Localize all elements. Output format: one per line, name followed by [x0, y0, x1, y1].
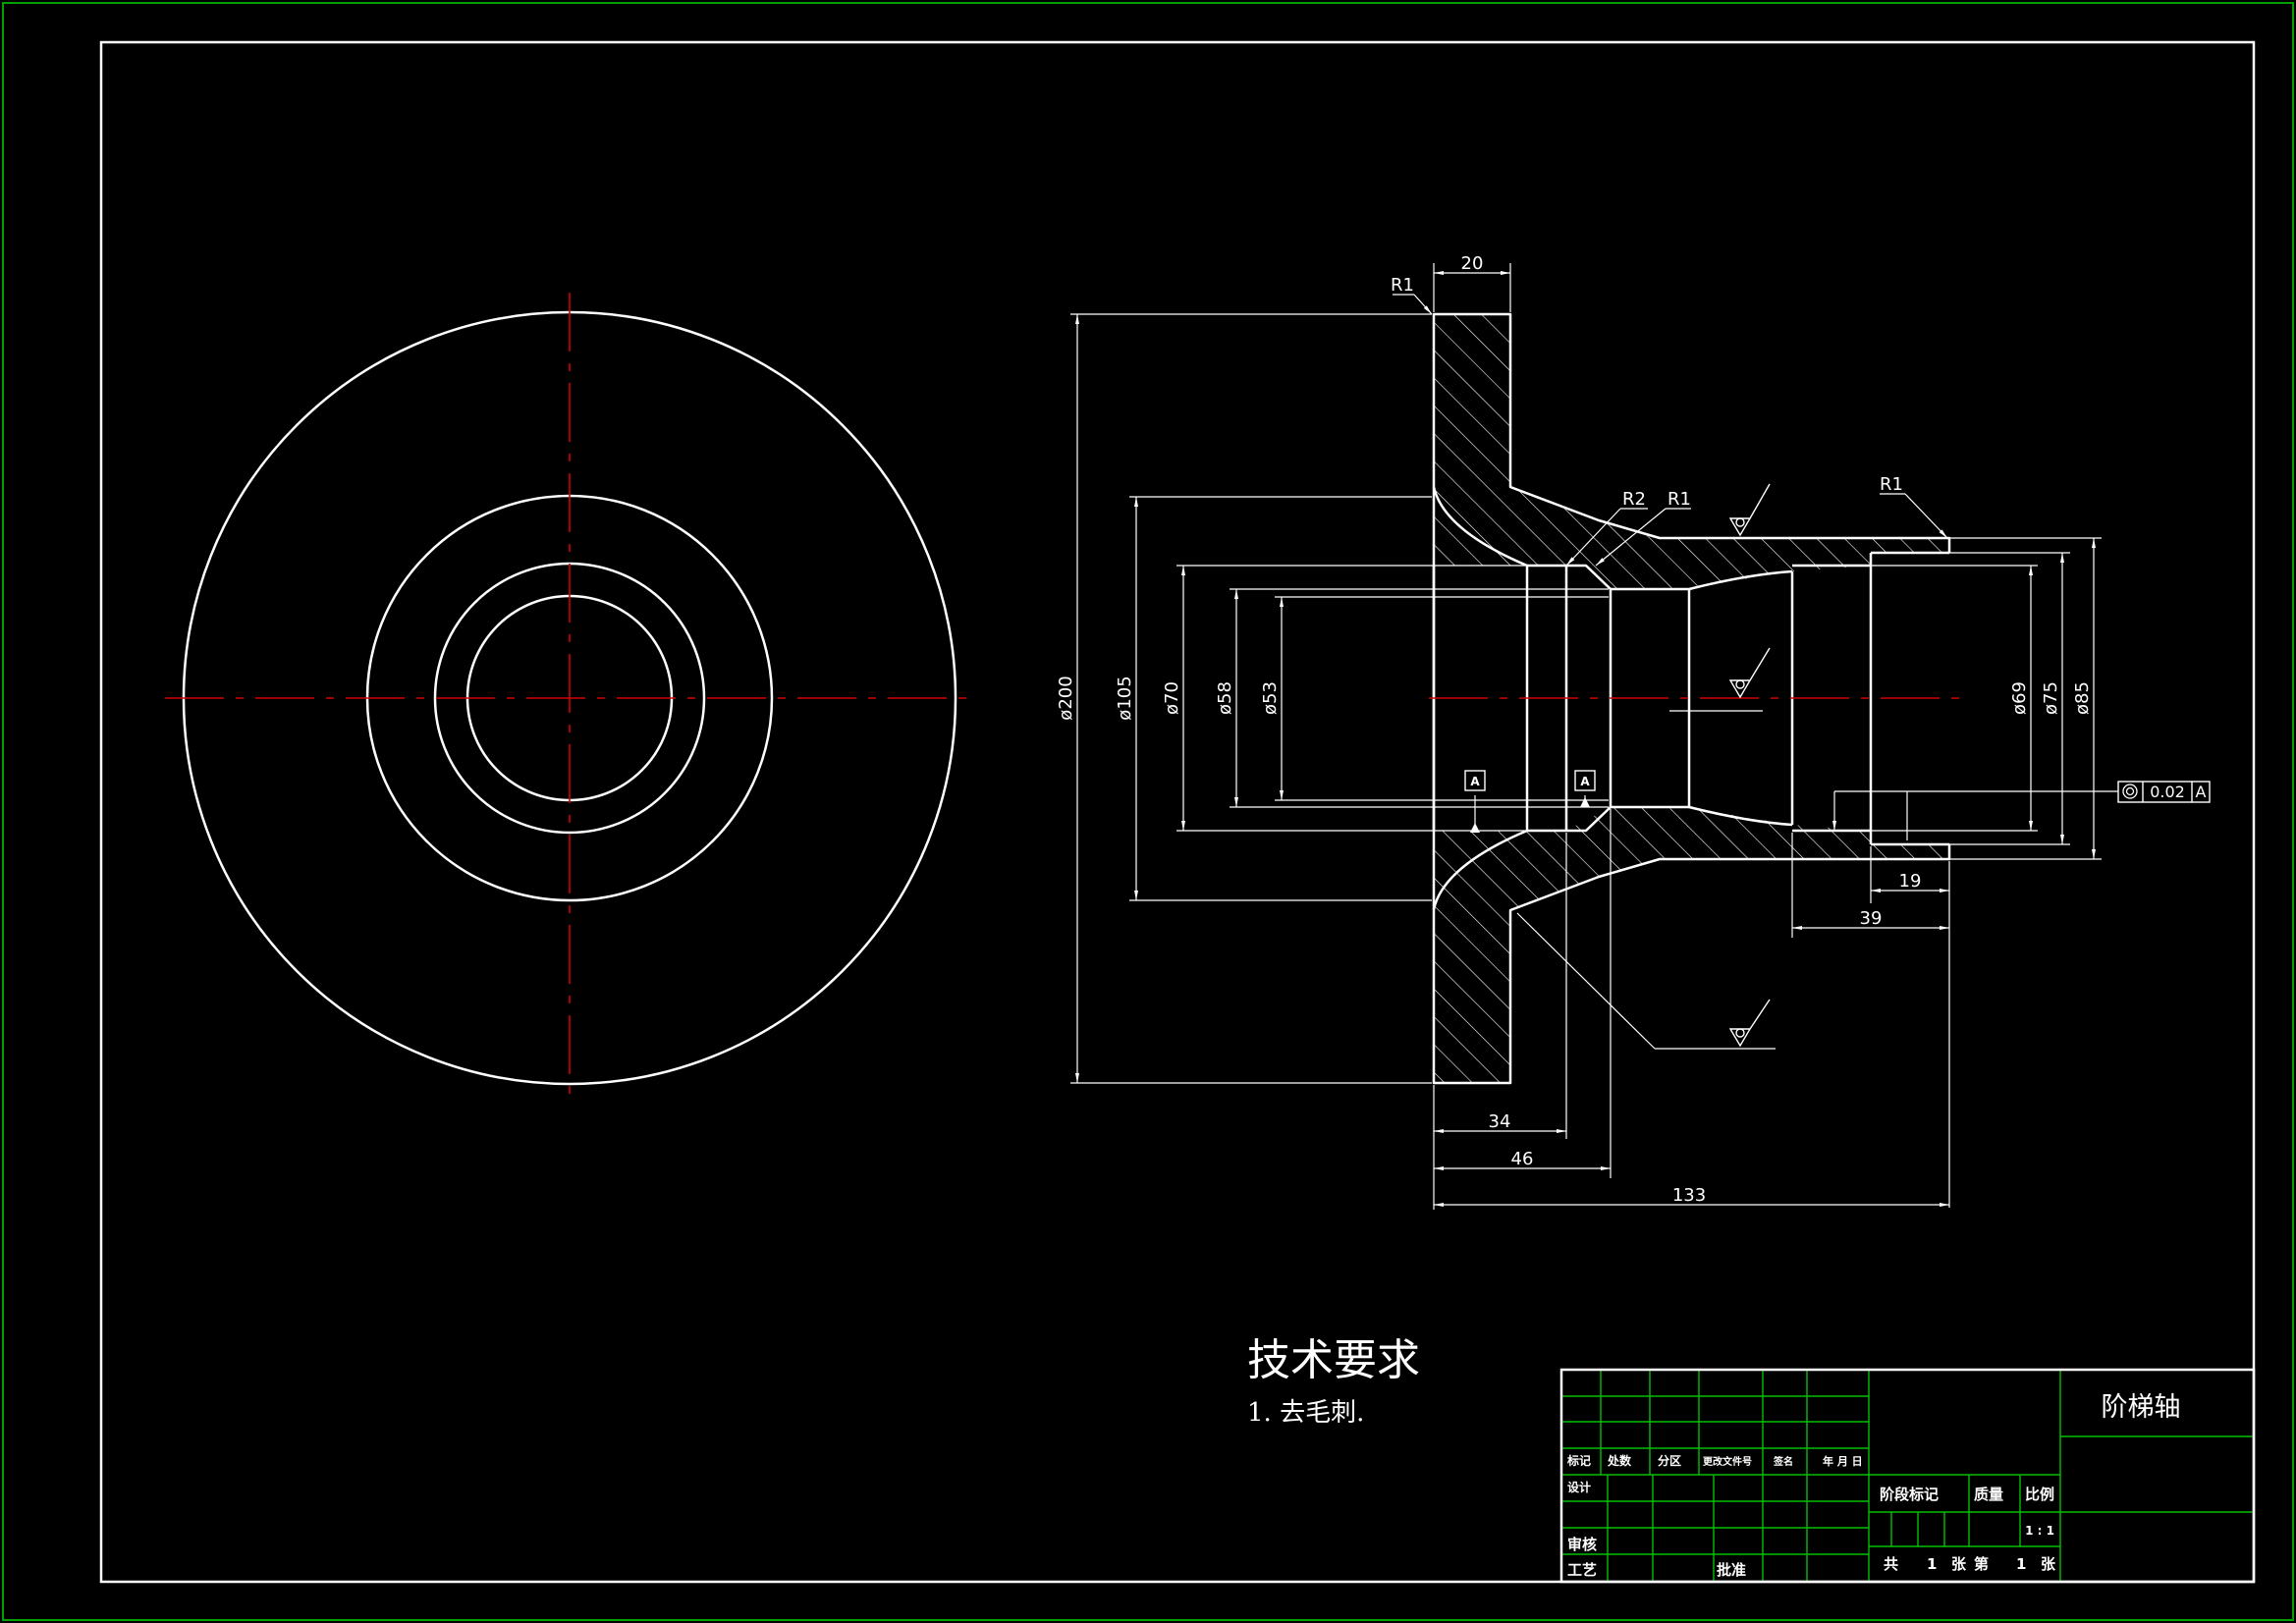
tb-part-name: 阶梯轴: [2102, 1392, 2181, 1423]
end-view-centerlines: [165, 293, 977, 1105]
tb-stage-mark: 阶段标记: [1880, 1486, 1939, 1503]
tb-mark: 标记: [1566, 1453, 1591, 1468]
tb-change-doc: 更改文件号: [1703, 1455, 1752, 1468]
tb-sheets-unit: 张: [1951, 1555, 1967, 1573]
tb-design: 设计: [1567, 1480, 1591, 1494]
section-outline: [1432, 312, 1951, 1085]
tb-zone: 分区: [1658, 1453, 1681, 1468]
tb-approve: 批准: [1717, 1561, 1746, 1579]
dim-dia75: ø75: [2041, 681, 2061, 715]
tolerance-frame: 0.02 A: [2117, 781, 2211, 803]
tolerance-value: 0.02: [2150, 783, 2185, 801]
tb-sheet-unit: 张: [2041, 1555, 2056, 1573]
tb-scale-value: 1 : 1: [2025, 1524, 2054, 1538]
dim-dia53: ø53: [1260, 681, 1281, 715]
tb-sheets-total: 1: [1927, 1555, 1937, 1573]
tb-date: 年 月 日: [1823, 1454, 1863, 1468]
tb-review: 审核: [1567, 1536, 1597, 1553]
concentricity-icon: [2122, 784, 2138, 799]
dim-dia105: ø105: [1115, 676, 1135, 720]
tb-sheet-no: 1: [2016, 1555, 2026, 1573]
dim-133: 133: [1672, 1185, 1706, 1206]
tb-scale-label: 比例: [2025, 1486, 2054, 1503]
dim-19: 19: [1899, 871, 1922, 892]
dim-46: 46: [1511, 1149, 1534, 1169]
dim-dia200: ø200: [1056, 676, 1076, 720]
requirements-item-1: 1. 去毛刺.: [1247, 1398, 1364, 1428]
drawing-frame: [99, 40, 2256, 1584]
title-block: 标记 处数 分区 更改文件号 签名 年 月 日 设计 审核 工艺 批准 阶段标记…: [1559, 1368, 2256, 1584]
dimension-lines: [1070, 263, 2118, 1210]
dim-20: 20: [1461, 253, 1484, 274]
dim-34: 34: [1489, 1111, 1511, 1132]
tb-process: 工艺: [1567, 1561, 1597, 1579]
dimension-texts: 20 R1 R2 R1 R1 ø200 ø105 ø70 ø58 ø53 ø69…: [1056, 253, 2093, 1206]
roughness-symbols: [1728, 483, 1771, 1048]
datum-symbols: A A: [1464, 770, 1596, 833]
dim-r2: R2: [1622, 489, 1646, 510]
datum-a-label-1: A: [1470, 775, 1480, 788]
dim-dia69: ø69: [2009, 681, 2030, 715]
tb-sheets-total-prefix: 共: [1884, 1555, 1898, 1573]
tb-count: 处数: [1607, 1453, 1632, 1468]
dim-39: 39: [1860, 908, 1883, 929]
tb-signature: 签名: [1773, 1455, 1793, 1468]
dim-dia58: ø58: [1215, 681, 1235, 715]
dim-dia70: ø70: [1162, 681, 1182, 715]
dim-r1-top: R1: [1391, 275, 1414, 296]
tb-mass: 质量: [1974, 1486, 2003, 1503]
datum-a-label-2: A: [1580, 775, 1590, 788]
dim-r1-mid: R1: [1667, 489, 1691, 510]
dim-r1-right: R1: [1880, 474, 1903, 495]
tolerance-datum: A: [2196, 783, 2207, 801]
requirements-title: 技术要求: [1247, 1335, 1420, 1385]
tb-sheet-no-prefix: 第: [1974, 1555, 1989, 1573]
section-hatch: [1434, 314, 1949, 1083]
dim-dia85: ø85: [2072, 681, 2093, 715]
